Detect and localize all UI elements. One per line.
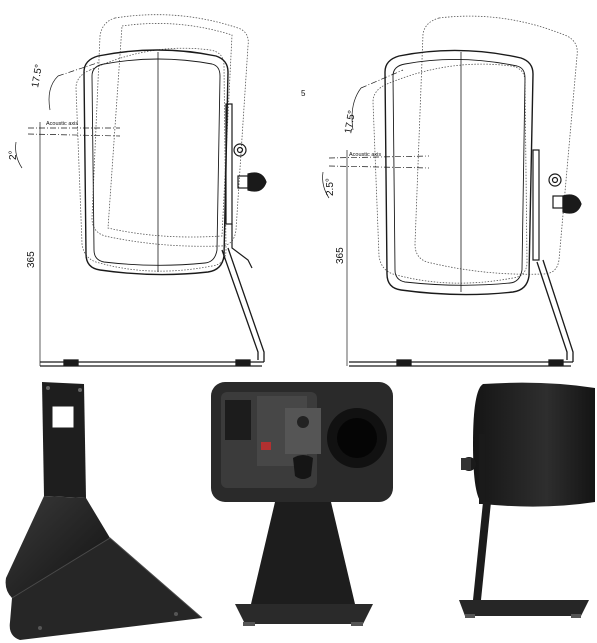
side-mounted-speaker-photo xyxy=(403,378,597,643)
right-tilt-up-angle: 17.5° xyxy=(343,109,358,134)
left-angle-arcs xyxy=(15,75,59,169)
right-acoustic-axis-lines xyxy=(328,69,430,172)
stand-only-svg xyxy=(5,382,203,640)
right-acoustic-axis-label: Acoustic axis xyxy=(349,152,381,158)
right-stray-mark: 5 xyxy=(301,89,306,98)
left-acoustic-axis-label: Acoustic axis xyxy=(46,121,78,127)
right-mount-bracket xyxy=(532,149,582,261)
left-mount-bracket xyxy=(225,103,267,269)
left-stand-leg xyxy=(40,247,265,367)
rear-mounted-speaker-svg xyxy=(211,382,393,626)
left-technical-drawing: 17.5° 2° Acoustic axis 365 xyxy=(0,0,298,378)
left-tilted-down-outline xyxy=(75,47,227,272)
left-tilt-down-angle: 2° xyxy=(8,150,19,160)
right-tilted-up-outline xyxy=(414,15,578,275)
right-drawing-svg: 17.5° 2.5° Acoustic axis 365 5 xyxy=(301,15,582,367)
left-height-dimension: 365 xyxy=(26,251,37,268)
right-height-dimension: 365 xyxy=(335,247,346,264)
left-tilt-up-angle: 17.5° xyxy=(30,63,45,88)
right-tilted-down-outline xyxy=(372,63,528,284)
left-drawing-svg: 17.5° 2° Acoustic axis 365 xyxy=(8,14,267,367)
side-mounted-speaker-svg xyxy=(459,382,595,618)
right-tilt-down-angle: 2.5° xyxy=(325,178,336,196)
rear-mounted-speaker-photo xyxy=(205,378,403,643)
left-speaker-body xyxy=(83,49,229,276)
stand-only-photo xyxy=(0,378,205,643)
right-stand-leg xyxy=(349,259,574,367)
right-speaker-body xyxy=(384,49,534,296)
right-angle-arcs xyxy=(322,87,362,199)
left-acoustic-axis-lines xyxy=(27,61,121,140)
left-tilted-up-outline xyxy=(91,14,249,247)
right-technical-drawing: 17.5° 2.5° Acoustic axis 365 5 xyxy=(299,0,597,378)
